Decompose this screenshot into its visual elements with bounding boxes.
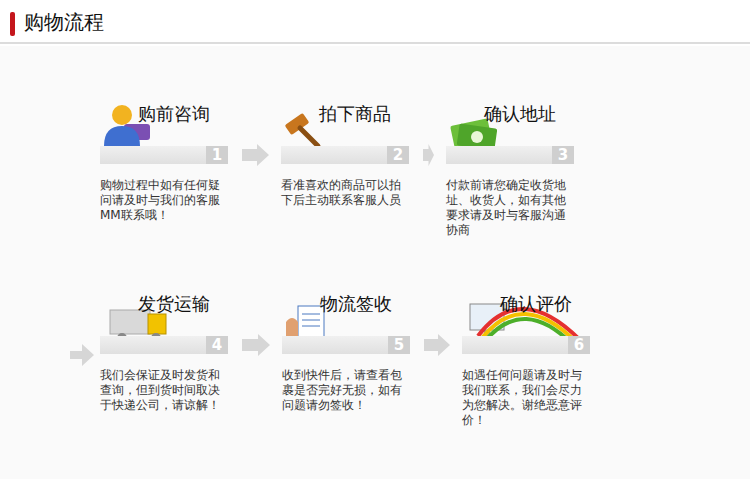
process-step: 拍下商品 2 看准喜欢的商品可以拍下后主动联系客服人员 [281,100,409,212]
step-number: 4 [206,336,228,354]
step-number: 3 [552,146,574,164]
diagram-title: 购物流程 [24,9,104,36]
flow-arrow [423,144,434,166]
process-step: 物流签收 5 收到快件后，请查看包裹是否完好无损，如有问题请勿签收！ [282,290,410,417]
flow-arrow [242,334,270,356]
step-number: 6 [568,336,590,354]
process-step: 确认评价 6 如遇任何问题请及时与我们联系，我们会尽力为您解决。谢绝恶意评价！ [462,290,590,432]
process-step: 购前咨询 1 购物过程中如有任何疑问请及时与我们的客服MM联系哦！ [100,100,228,227]
title-rule [0,42,750,44]
flow-arrow [424,334,450,356]
title-marker [10,12,15,36]
step-heading: 发货运输 [138,292,210,316]
gavel-icon [285,113,318,146]
step-heading: 确认评价 [500,292,572,316]
step-description: 购物过程中如有任何疑问请及时与我们的客服MM联系哦！ [100,178,228,223]
flow-arrow [242,144,269,166]
step-description: 付款前请您确定收货地址、收货人，如有其他要求请及时与客服沟通协商 [446,178,574,238]
process-step: 确认地址 3 付款前请您确定收货地址、收货人，如有其他要求请及时与客服沟通协商 [446,100,574,242]
step-description: 我们会保证及时发货和查询，但到货时间取决于快递公司，请谅解！ [100,368,228,413]
step-description: 看准喜欢的商品可以拍下后主动联系客服人员 [281,178,409,208]
process-step: 发货运输 4 我们会保证及时发货和查询，但到货时间取决于快递公司，请谅解！ [100,290,228,417]
step-number: 5 [388,336,410,354]
lead-arrow [70,344,94,366]
step-heading: 物流签收 [320,292,392,316]
panel [0,46,750,479]
step-description: 如遇任何问题请及时与我们联系，我们会尽力为您解决。谢绝恶意评价！ [462,368,590,428]
step-number: 1 [206,146,228,164]
step-heading: 拍下商品 [319,102,391,126]
receipt-icon [286,306,324,338]
step-description: 收到快件后，请查看包裹是否完好无损，如有问题请勿签收！ [282,368,410,413]
step-heading: 确认地址 [484,102,556,126]
step-heading: 购前咨询 [138,102,210,126]
step-number: 2 [387,146,409,164]
